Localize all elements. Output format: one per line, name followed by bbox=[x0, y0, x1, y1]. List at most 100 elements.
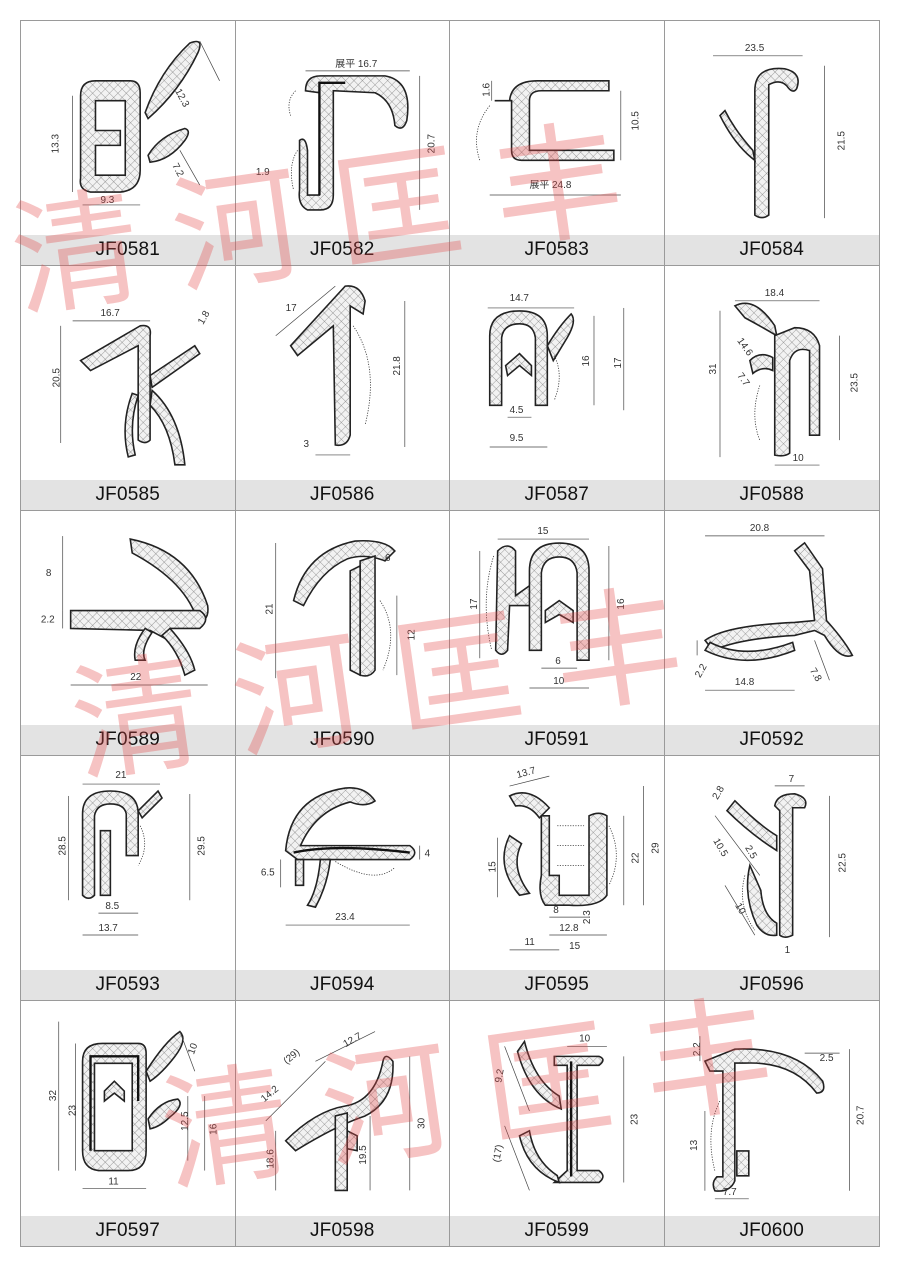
dimension-label: 18.6 bbox=[265, 1149, 276, 1169]
dimension-label: 1.8 bbox=[196, 309, 213, 327]
dimension-line bbox=[179, 150, 201, 186]
dimension-label: 29 bbox=[651, 842, 662, 854]
dimension-label: 21 bbox=[115, 770, 127, 781]
dimension-label: 12.7 bbox=[341, 1031, 364, 1050]
dimension-label: 23 bbox=[68, 1104, 79, 1116]
dimension-line bbox=[509, 775, 550, 787]
dimension-label: 17 bbox=[613, 357, 624, 369]
dimension-label: 22 bbox=[130, 672, 142, 683]
dimension-label: 13.7 bbox=[98, 923, 118, 934]
profile-cell: 10 9.2 23 (17) JF0599 bbox=[450, 1001, 665, 1246]
profile-cell: 23.5 21.5 JF0584 bbox=[664, 21, 879, 266]
part-code: JF0586 bbox=[235, 480, 449, 510]
dimension-label: 21.8 bbox=[391, 356, 402, 376]
profile-shape bbox=[334, 1111, 348, 1192]
profile-shape bbox=[753, 67, 799, 219]
profile-shape bbox=[292, 846, 410, 854]
profile-drawing: 23.5 21.5 bbox=[712, 43, 847, 219]
dimension-label: 31 bbox=[708, 363, 719, 375]
part-code: JF0589 bbox=[21, 725, 235, 755]
profile-drawing: 32 23 10 12.5 16 11 bbox=[48, 1021, 220, 1189]
dimension-label: 2.8 bbox=[710, 784, 727, 802]
dimension-label: 16 bbox=[616, 598, 627, 610]
profile-shape bbox=[379, 600, 391, 671]
dimension-label: 15 bbox=[537, 526, 549, 537]
catalog-grid: 12.3 13.3 7.2 9.3 JF0581 展平 16.7 1.9 20.… bbox=[20, 20, 880, 1247]
dimension-label: 19.5 bbox=[358, 1145, 369, 1165]
profile-shape bbox=[746, 862, 778, 937]
profile-shape bbox=[81, 790, 139, 900]
profile-cell: 13.7 15 22 29 8 2.3 12.8 11 15 JF0595 bbox=[450, 756, 665, 1001]
dimension-label: 17 bbox=[285, 303, 297, 314]
part-code: JF0584 bbox=[664, 235, 879, 265]
dimension-label: 7.7 bbox=[722, 1187, 736, 1198]
part-code: JF0595 bbox=[450, 970, 664, 1000]
dimension-label: 21 bbox=[264, 603, 275, 615]
profile-shape bbox=[137, 789, 164, 820]
part-code: JF0590 bbox=[235, 725, 449, 755]
dimension-line bbox=[714, 815, 760, 876]
dimension-label: 1.9 bbox=[255, 167, 269, 178]
dimension-label: 6 bbox=[555, 656, 561, 667]
profile-shape bbox=[488, 310, 549, 407]
dimension-label: 3 bbox=[303, 439, 309, 450]
profile-shape bbox=[608, 825, 617, 886]
profile-shape bbox=[703, 541, 854, 657]
profile-shape bbox=[147, 1098, 181, 1130]
dimension-label: 23.5 bbox=[849, 373, 860, 393]
part-code: JF0599 bbox=[450, 1216, 664, 1246]
profile-shape bbox=[79, 80, 141, 193]
part-code: JF0587 bbox=[450, 480, 664, 510]
profile-shape bbox=[292, 539, 396, 607]
dimension-label: 22 bbox=[631, 852, 642, 864]
profile-drawing: 20.8 2.2 14.8 7.8 bbox=[693, 523, 854, 691]
profile-shape bbox=[546, 312, 575, 363]
dimension-label: 11 bbox=[524, 937, 535, 948]
profile-drawing: 17 21.8 3 bbox=[274, 285, 405, 456]
dimension-line bbox=[199, 40, 220, 81]
dimension-line bbox=[813, 640, 830, 681]
part-code: JF0591 bbox=[450, 725, 664, 755]
part-code: JF0598 bbox=[235, 1216, 449, 1246]
profile-drawing: 1.6 10.5 展平 24.8 bbox=[476, 80, 642, 196]
dimension-label: 8.5 bbox=[105, 901, 119, 912]
profile-drawing: 4 6.5 23.4 bbox=[260, 787, 430, 926]
dimension-label: 28.5 bbox=[58, 836, 69, 856]
dimension-label: 16 bbox=[581, 355, 592, 367]
profile-drawing: 14.7 16 17 4.5 9.5 bbox=[487, 293, 625, 448]
profile-shape bbox=[81, 1042, 147, 1172]
profile-cell: 14.7 16 17 4.5 9.5 JF0587 bbox=[450, 266, 665, 511]
profile-shape bbox=[485, 555, 495, 651]
dimension-label: 7 bbox=[788, 774, 794, 785]
dimension-label: 2.2 bbox=[691, 1042, 702, 1056]
profile-cell: 21 28.5 29.5 8.5 13.7 JF0593 bbox=[21, 756, 236, 1001]
profile-cell: (29) 12.7 14.2 18.6 19.5 30 JF0598 bbox=[235, 1001, 450, 1246]
profile-shape bbox=[557, 825, 585, 866]
dimension-label: 20.7 bbox=[855, 1105, 866, 1125]
profile-shape bbox=[725, 799, 778, 853]
dimension-label: 21.5 bbox=[836, 131, 847, 151]
profile-shape bbox=[294, 858, 304, 887]
profile-shape bbox=[741, 875, 755, 931]
profile-shape bbox=[149, 388, 186, 466]
profile-shape bbox=[69, 609, 207, 640]
dimension-label: 13.3 bbox=[51, 134, 62, 154]
profile-drawing: 13.7 15 22 29 8 2.3 12.8 11 15 bbox=[488, 765, 662, 952]
profile-shape bbox=[79, 324, 152, 444]
profile-drawing: 2.8 7 10.5 2.5 22.5 10 1 bbox=[710, 774, 848, 956]
profile-shape bbox=[748, 353, 774, 375]
dimension-label: 10 bbox=[732, 901, 747, 916]
dimension-label: 7.7 bbox=[734, 371, 751, 389]
dimension-line bbox=[274, 285, 336, 337]
profile-cell: 15 17 16 6 10 JF0591 bbox=[450, 511, 665, 756]
profile-shape bbox=[518, 1129, 561, 1184]
profile-cell: 展平 16.7 1.9 20.7 JF0582 bbox=[235, 21, 450, 266]
profile-shape bbox=[137, 825, 146, 866]
profile-shape bbox=[503, 834, 531, 897]
dimension-label: 20.5 bbox=[52, 368, 63, 388]
dimension-label: (17) bbox=[491, 1144, 505, 1163]
profile-shape bbox=[773, 326, 820, 457]
part-code: JF0600 bbox=[664, 1216, 879, 1246]
profile-shape bbox=[284, 1055, 394, 1152]
profile-drawing: 15 17 16 6 10 bbox=[469, 526, 627, 689]
